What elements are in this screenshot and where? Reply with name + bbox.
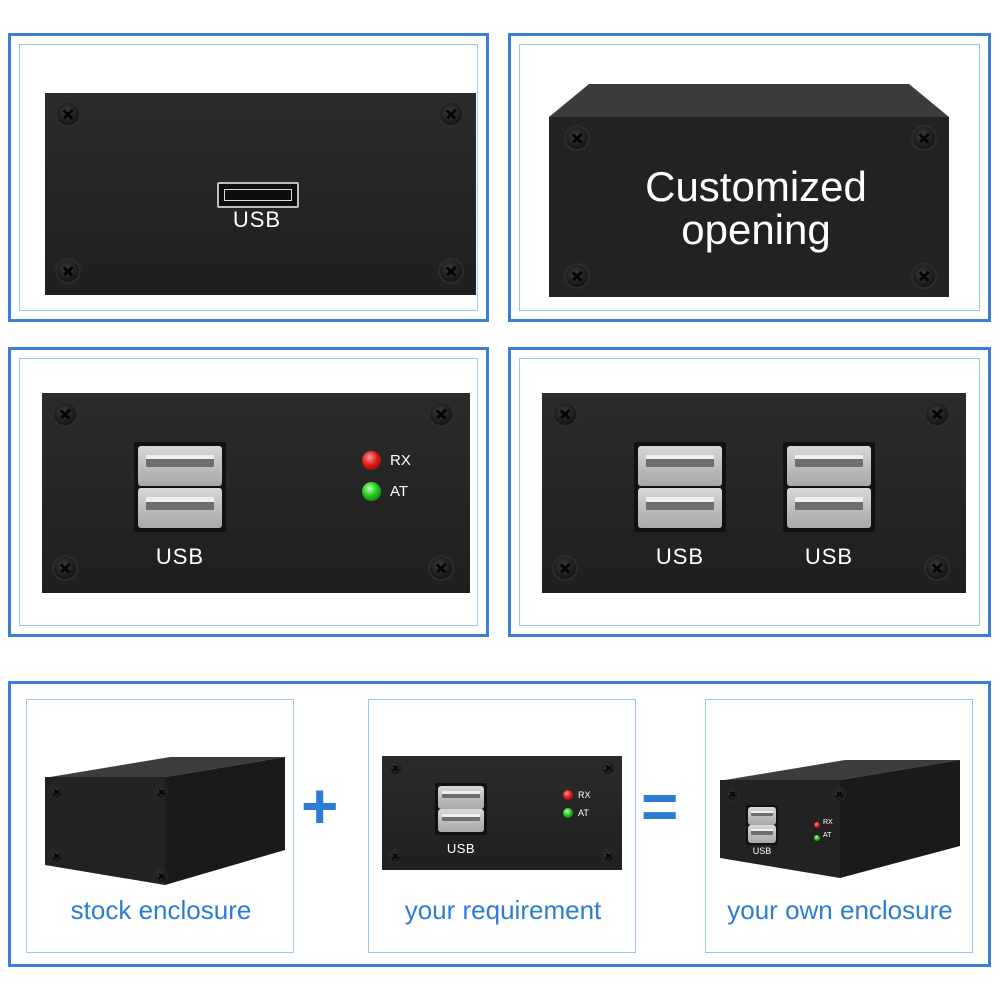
led-at-icon [563,808,573,818]
screw-icon [602,850,614,862]
screw-icon [155,786,167,798]
result-card: USB RX AT your own enclosure [705,699,973,953]
led-rx-icon [814,822,820,828]
screw-icon [926,403,948,425]
screw-icon [726,788,738,800]
usb-label: USB [232,207,282,232]
usb-port-bottom [138,488,222,528]
screw-icon [155,870,167,882]
panel-frame-single-usb: USB [8,33,489,322]
screw-icon [389,762,401,774]
screw-icon [54,557,76,579]
led-at-icon [814,835,820,841]
enclosure-box-image [549,84,949,297]
screw-icon [913,127,935,149]
panel-frame-inner [19,44,478,311]
led-rx-icon [563,790,573,800]
screw-icon [554,557,576,579]
customized-line-1: Customized [645,163,867,210]
screw-icon [389,850,401,862]
panel-frame-inner [19,358,478,626]
screw-icon [566,265,588,287]
usb-port-bottom [787,488,871,528]
mini-usb-port-icon [217,182,299,208]
panel-frame-inner [519,358,980,626]
usb-label-right: USB [804,544,854,569]
requirement-caption: your requirement [404,895,602,925]
usb-label: USB [446,841,476,856]
usb-port-bottom [638,488,722,528]
screw-icon [50,786,62,798]
screw-icon [57,260,79,282]
led-rx-label: RX [823,819,833,826]
requirement-front-panel: USB RX AT [382,756,622,870]
screw-icon [440,103,462,125]
usb-port-top [138,446,222,486]
screw-icon [554,403,576,425]
equation-frame: stock enclosure + USB RX AT your require… [8,681,991,967]
usb-label: USB [752,846,772,856]
stock-enclosure-image [45,757,285,885]
screw-icon [430,403,452,425]
usb-port-top [438,786,484,809]
led-rx-icon [362,451,381,470]
usb-port-top [748,807,776,825]
plus-sign: + [301,770,339,842]
panel-frame-customized: Customized opening [508,33,991,322]
usb-port-bottom [748,825,776,843]
usb-port-icon [435,783,487,835]
panel-frame-inner [519,44,980,311]
screw-icon [57,103,79,125]
usb-port-icon [634,442,726,532]
usb-port-top [787,446,871,486]
stock-enclosure-card: stock enclosure [26,699,294,953]
usb-label-left: USB [655,544,705,569]
screw-icon [54,403,76,425]
screw-icon [440,260,462,282]
screw-icon [602,762,614,774]
usb-port-top [638,446,722,486]
screw-icon [833,788,845,800]
screw-icon [50,850,62,862]
led-at-label: AT [578,808,589,818]
led-rx-label: RX [578,790,591,800]
usb-port-icon [134,442,226,532]
usb-label: USB [155,544,205,569]
led-at-label: AT [390,483,409,500]
led-at-label: AT [823,832,832,839]
result-caption: your own enclosure [727,895,953,925]
led-at-icon [362,482,381,501]
screw-icon [566,127,588,149]
usb-port-icon [746,805,778,845]
panel-frame-dual-usb: USB RX AT [8,347,489,637]
panel-frame-quad-usb: USB USB [508,347,991,637]
screw-icon [430,557,452,579]
screw-icon [926,557,948,579]
requirement-card: USB RX AT your requirement [368,699,636,953]
equals-sign: = [641,770,679,842]
screw-icon [913,265,935,287]
customized-line-2: opening [681,206,831,253]
usb-port-bottom [438,809,484,832]
result-enclosure-image [720,760,960,878]
front-panel: USB [45,93,476,295]
front-panel: USB USB [542,393,966,593]
front-panel: USB RX AT [42,393,470,593]
stock-enclosure-caption: stock enclosure [70,895,252,925]
led-rx-label: RX [390,452,411,469]
usb-port-icon [783,442,875,532]
